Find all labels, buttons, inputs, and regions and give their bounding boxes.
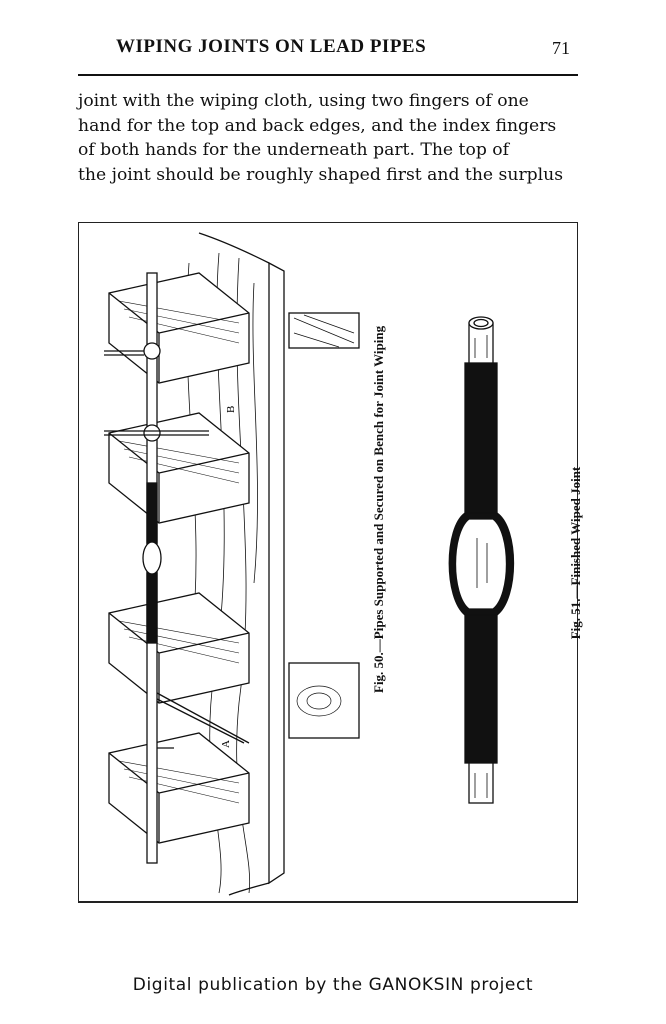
- label-b: B: [225, 406, 237, 413]
- page-number: 71: [552, 38, 570, 58]
- label-a: A: [220, 740, 232, 748]
- body-paragraph: joint with the wiping cloth, using two f…: [78, 89, 580, 187]
- figure-illustration: B A: [104, 232, 515, 896]
- chapter-title: WIPING JOINTS ON LEAD PIPES: [116, 36, 427, 57]
- text-line: the joint should be roughly shaped first…: [78, 164, 564, 185]
- fig51-wiped-joint-illustration: [448, 316, 515, 804]
- running-header: WIPING JOINTS ON LEAD PIPES 71: [78, 30, 578, 76]
- text-line: joint with the wiping cloth, using two f…: [78, 91, 529, 111]
- fig51-caption: Fig. 51.—Finished Wiped Joint: [568, 466, 583, 640]
- text-line: of both hands for the underneath part. T…: [78, 140, 509, 160]
- fig50-caption: Fig. 50.—Pipes Supported and Secured on …: [371, 325, 386, 693]
- figure-box: B A Fig. 50.—Pipes Supported and Secured…: [78, 222, 583, 903]
- text-line: hand for the top and back edges, and the…: [78, 115, 557, 136]
- fig50-bench-illustration: [104, 232, 360, 896]
- footer-credit: Digital publication by the GANOKSIN proj…: [132, 975, 534, 995]
